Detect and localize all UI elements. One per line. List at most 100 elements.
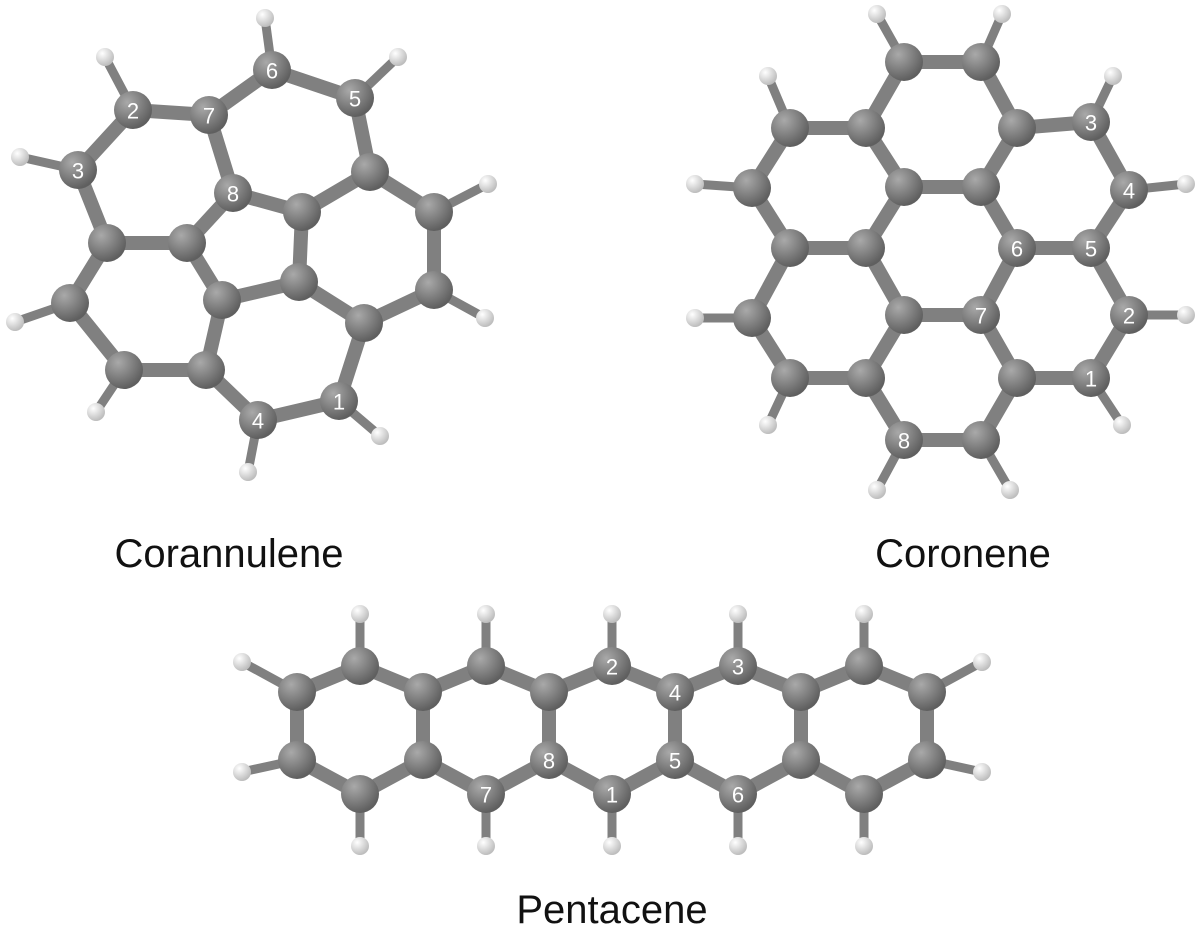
carbon-atom	[962, 168, 1000, 206]
carbon-atom	[1072, 359, 1110, 397]
hydrogen-atom	[233, 653, 251, 671]
atom-number-label: 3	[732, 655, 744, 680]
carbon-atom	[782, 673, 820, 711]
carbon-atom	[114, 91, 152, 129]
carbon-atom	[962, 43, 1000, 81]
carbon-atom	[190, 96, 228, 134]
hydrogen-atom	[993, 5, 1011, 23]
carbon-atom	[733, 299, 771, 337]
atom-number-label: 4	[252, 409, 264, 434]
carbon-atom	[404, 673, 442, 711]
hydrogen-atom	[1177, 175, 1195, 193]
carbon-atom	[908, 673, 946, 711]
carbon-atom	[593, 647, 631, 685]
carbon-atom	[962, 421, 1000, 459]
carbon-atom	[885, 168, 923, 206]
carbon-atom	[719, 775, 757, 813]
carbon-atom	[239, 401, 277, 439]
hydrogen-atom	[855, 605, 873, 623]
hydrogen-atom	[1113, 416, 1131, 434]
carbon-atom	[415, 193, 453, 231]
carbon-atom	[847, 359, 885, 397]
hydrogen-atom	[389, 48, 407, 66]
corannulene-title: Corannulene	[114, 532, 344, 576]
carbon-atom	[467, 775, 505, 813]
carbon-atom	[214, 174, 252, 212]
carbon-atom	[1110, 296, 1148, 334]
atom-number-label: 3	[1085, 111, 1097, 136]
hydrogen-atom	[1104, 67, 1122, 85]
hydrogen-atom	[87, 403, 105, 421]
hydrogen-atom	[476, 309, 494, 327]
hydrogen-atom	[973, 763, 991, 781]
carbon-atom	[593, 775, 631, 813]
atom-number-label: 1	[333, 390, 345, 415]
carbon-atom	[341, 647, 379, 685]
atom-number-label: 5	[349, 87, 361, 112]
carbon-atom	[998, 229, 1036, 267]
carbon-atom	[847, 109, 885, 147]
carbon-atom	[782, 741, 820, 779]
carbon-atom	[771, 229, 809, 267]
hydrogen-atom	[1177, 306, 1195, 324]
hydrogen-atom	[371, 427, 389, 445]
hydrogen-atom	[477, 605, 495, 623]
hydrogen-atom	[868, 5, 886, 23]
carbon-atom	[168, 224, 206, 262]
carbon-atom	[1072, 103, 1110, 141]
hydrogen-atom	[686, 175, 704, 193]
hydrogen-atom	[11, 148, 29, 166]
carbon-atom	[845, 775, 883, 813]
carbon-atom	[885, 421, 923, 459]
atom-number-label: 6	[266, 59, 278, 84]
carbon-atom	[278, 741, 316, 779]
atom-number-label: 8	[898, 429, 910, 454]
atom-number-label: 7	[480, 783, 492, 808]
carbon-atom	[1072, 229, 1110, 267]
hydrogen-atom	[868, 481, 886, 499]
carbon-atom	[656, 741, 694, 779]
atom-number-label: 8	[227, 182, 239, 207]
hydrogen-atom	[256, 9, 274, 27]
coronene-title: Coronene	[875, 532, 1051, 576]
hydrogen-atom	[351, 837, 369, 855]
carbon-atom	[253, 51, 291, 89]
atom-number-label: 6	[1011, 237, 1023, 262]
carbon-atom	[187, 351, 225, 389]
carbon-atom	[962, 296, 1000, 334]
carbon-atom	[998, 109, 1036, 147]
carbon-atom	[885, 43, 923, 81]
atom-number-label: 8	[543, 749, 555, 774]
carbon-atom	[88, 224, 126, 262]
carbon-atom	[59, 151, 97, 189]
atom-number-label: 5	[1085, 237, 1097, 262]
carbon-atom	[908, 741, 946, 779]
atom-number-label: 2	[1123, 304, 1135, 329]
hydrogen-atom	[239, 463, 257, 481]
carbon-atom	[345, 304, 383, 342]
atom-number-label: 7	[975, 304, 987, 329]
atom-number-label: 6	[732, 783, 744, 808]
carbon-atom	[656, 673, 694, 711]
hydrogen-atom	[686, 309, 704, 327]
carbon-atom	[278, 673, 316, 711]
pentacene-title: Pentacene	[516, 888, 708, 932]
atom-number-label: 7	[203, 104, 215, 129]
carbon-atom	[771, 359, 809, 397]
atom-number-label: 3	[72, 159, 84, 184]
atom-number-label: 2	[606, 655, 618, 680]
atom-number-label: 1	[1085, 367, 1097, 392]
atom-number-label: 4	[669, 681, 681, 706]
hydrogen-atom	[759, 67, 777, 85]
carbon-atom	[719, 647, 757, 685]
carbon-atom	[530, 673, 568, 711]
carbon-atom	[320, 382, 358, 420]
hydrogen-atom	[479, 175, 497, 193]
carbon-atom	[280, 263, 318, 301]
carbon-atom	[771, 109, 809, 147]
carbon-atom	[336, 79, 374, 117]
atom-number-label: 1	[606, 783, 618, 808]
